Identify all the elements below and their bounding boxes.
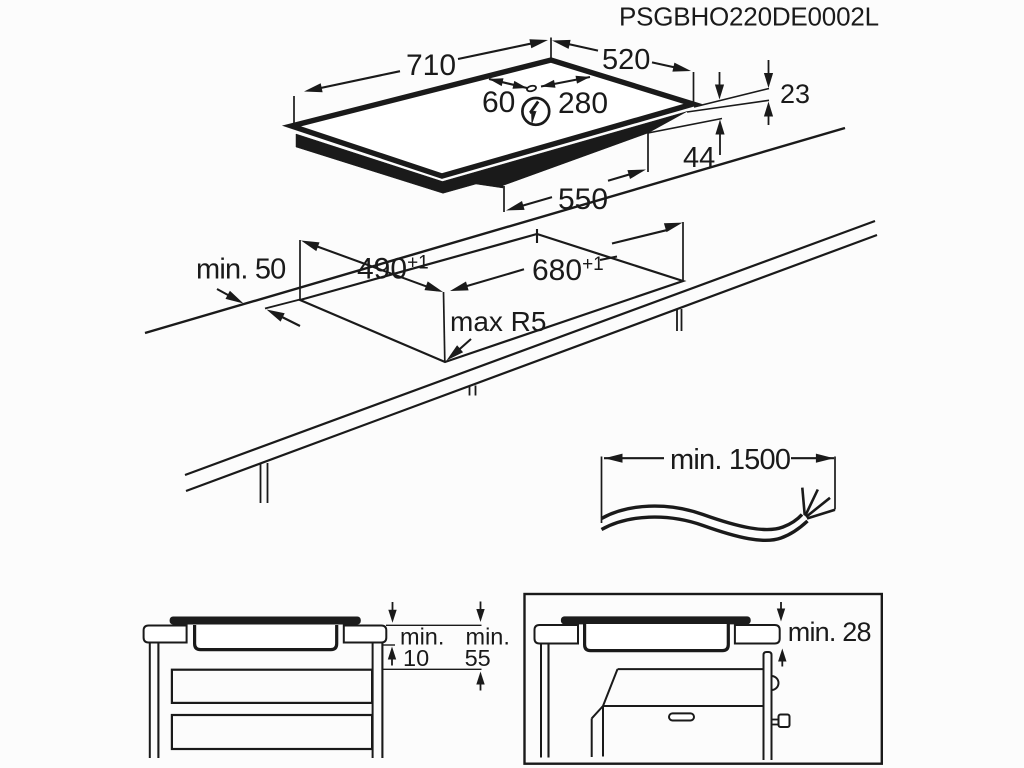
svg-text:280: 280 <box>558 87 608 120</box>
svg-text:60: 60 <box>482 86 515 119</box>
svg-text:min.: min. <box>400 624 444 650</box>
svg-text:min. 28: min. 28 <box>788 617 871 647</box>
svg-text:520: 520 <box>602 44 650 76</box>
svg-text:min.: min. <box>466 624 510 650</box>
svg-text:710: 710 <box>406 49 456 82</box>
svg-text:680+1: 680+1 <box>532 254 604 287</box>
svg-text:PSGBHO220DE0002L: PSGBHO220DE0002L <box>619 2 879 32</box>
svg-text:23: 23 <box>780 79 810 109</box>
svg-text:44: 44 <box>683 142 715 174</box>
svg-text:min. 50: min. 50 <box>196 254 286 286</box>
svg-text:10: 10 <box>403 645 429 671</box>
svg-text:max R5: max R5 <box>450 306 546 337</box>
svg-text:490+1: 490+1 <box>357 253 429 286</box>
svg-text:55: 55 <box>465 645 491 671</box>
svg-text:min. 1500: min. 1500 <box>670 444 790 476</box>
